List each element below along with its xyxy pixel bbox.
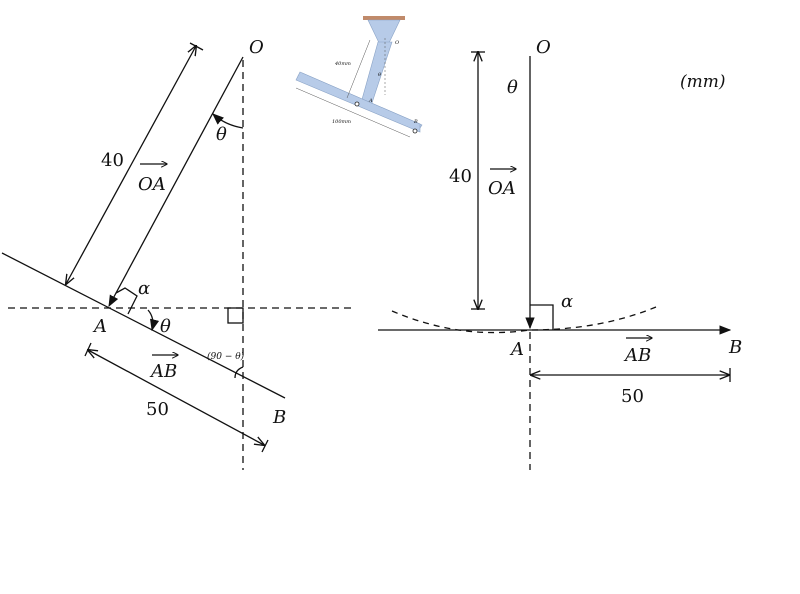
right-angle-mark-alpha [530, 304, 554, 330]
label-oa-vector: OA [138, 174, 166, 195]
right-angle-mark-alpha [115, 287, 138, 315]
theta-arc-a [147, 309, 160, 332]
dim-50-line [88, 350, 264, 445]
label-b: B [728, 337, 742, 358]
left-labels: O A B θ θ α OA AB 40 50 (90 − θ) [92, 37, 286, 428]
label-ab-vector: AB [623, 345, 651, 366]
label-complement-angle: (90 − θ) [207, 351, 245, 362]
right-diagram [378, 52, 732, 470]
right-angle-mark [227, 307, 244, 324]
dim-40-line [66, 46, 196, 284]
mechanism-inset-image: O A B θ 40mm 100mm [295, 16, 423, 138]
dim-50-tick-start [84, 342, 92, 357]
inset-label-b: B [413, 119, 418, 125]
label-b: B [272, 407, 286, 428]
right-labels: O θ α A B OA AB 40 50 (mm) [449, 37, 742, 407]
inset-dim-40: 40mm [334, 61, 351, 67]
dim-40-label: 40 [449, 166, 472, 187]
inset-label-theta: θ [378, 72, 381, 78]
dim-50-label: 50 [146, 399, 169, 420]
label-o: O [536, 37, 551, 58]
dim-40-label: 40 [101, 150, 124, 171]
vector-oa-arrow [108, 56, 244, 308]
label-alpha: α [138, 278, 150, 299]
units-label: (mm) [680, 72, 726, 92]
label-theta: θ [507, 77, 518, 98]
dim-40-tick [189, 42, 204, 51]
theta-arc-top [212, 113, 244, 129]
dim-50-label: 50 [621, 386, 644, 407]
label-a: A [509, 339, 524, 360]
inset-label-o: O [395, 40, 399, 46]
label-alpha: α [561, 291, 573, 312]
swing-arc-dashed [391, 306, 657, 334]
left-diagram [1, 42, 355, 470]
inset-dim-100: 100mm [332, 119, 351, 125]
dim-50-tick-end [261, 439, 269, 453]
label-a: A [92, 316, 107, 337]
inset-label-a: A [368, 98, 373, 104]
label-o: O [249, 37, 264, 58]
label-ab-vector: AB [149, 361, 177, 382]
label-theta-a: θ [160, 316, 171, 337]
label-theta-top: θ [216, 124, 227, 145]
label-oa-vector: OA [488, 178, 516, 199]
